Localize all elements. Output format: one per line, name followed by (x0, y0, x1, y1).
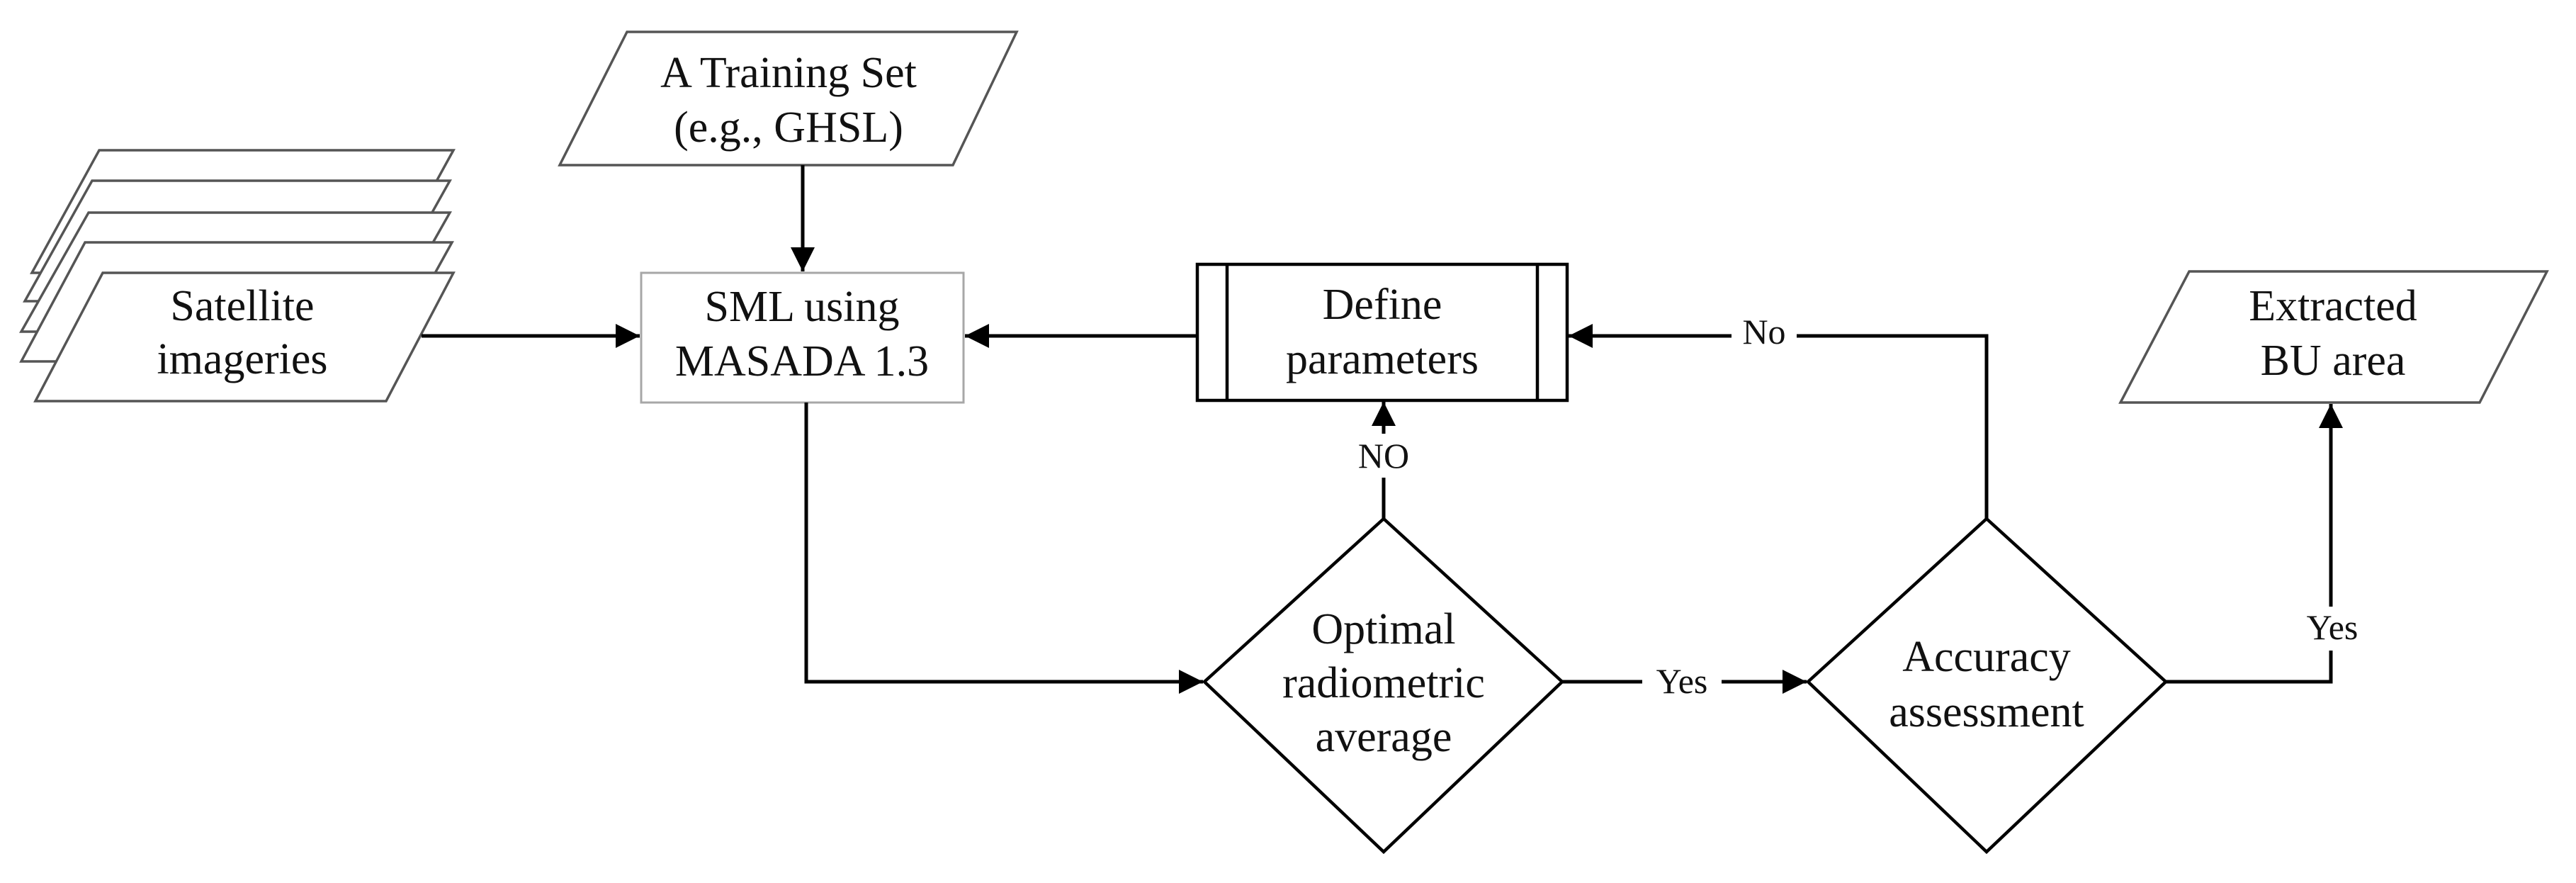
accuracy-label-line2: assessment (1889, 688, 2084, 736)
accuracy-label-line1: Accuracy (1902, 633, 2071, 681)
accuracy-assessment-node: Accuracy assessment (1805, 516, 2169, 855)
accuracy-assessment-diamond (1805, 516, 2169, 855)
training-set-shape (558, 30, 1019, 167)
extracted-label-line1: Extracted (2249, 282, 2417, 330)
training-set-node: A Training Set (e.g., GHSL) (558, 30, 1019, 167)
extracted-bu-area-shape (2118, 270, 2549, 404)
edge-optimal-yes-label: Yes (1656, 661, 1708, 701)
edge-optimal-no-label: NO (1358, 436, 1409, 476)
edge-optimal-yes-label-bg (1642, 660, 1722, 703)
define-parameters-label-line1: Define (1323, 281, 1442, 329)
sml-masada-box (640, 271, 965, 404)
define-parameters-label-line2: parameters (1286, 335, 1479, 383)
edge-accuracy-yes-label-bg (2295, 607, 2369, 651)
satellite-imageries-node: Satellite imageries (19, 149, 456, 403)
satellite-label-line2: imageries (157, 335, 327, 383)
edge-sml-to-optimal (804, 403, 1203, 694)
define-parameters-box (1195, 262, 1569, 403)
sml-masada-label-line2: MASADA 1.3 (675, 337, 929, 386)
satellite-front-shape (33, 271, 456, 403)
training-set-label-line1: A Training Set (660, 49, 917, 97)
satellite-label-line1: Satellite (170, 282, 314, 330)
edge-accuracy-yes-label: Yes (2307, 607, 2358, 647)
extracted-label-line2: BU area (2261, 337, 2406, 385)
extracted-bu-area-node: Extracted BU area (2118, 270, 2549, 404)
optimal-label-line1: Optimal (1311, 605, 1455, 653)
edge-accuracy-yes-to-extracted (2166, 404, 2343, 684)
define-parameters-node: Define parameters (1195, 262, 1569, 403)
optimal-label-line2: radiometric (1282, 659, 1485, 707)
edge-accuracy-no-to-define (1569, 324, 1989, 519)
edge-optimal-no-label-bg (1348, 434, 1419, 478)
sml-masada-label-line1: SML using (704, 283, 899, 331)
sml-masada-node: SML using MASADA 1.3 (640, 271, 965, 404)
optimal-label-line3: average (1316, 713, 1452, 761)
training-set-label-line2: (e.g., GHSL) (674, 103, 903, 152)
optimal-radiometric-diamond (1202, 516, 1565, 855)
optimal-radiometric-node: Optimal radiometric average (1202, 516, 1565, 855)
edge-accuracy-no-label: No (1742, 312, 1785, 351)
edge-accuracy-no-label-bg (1732, 312, 1797, 356)
